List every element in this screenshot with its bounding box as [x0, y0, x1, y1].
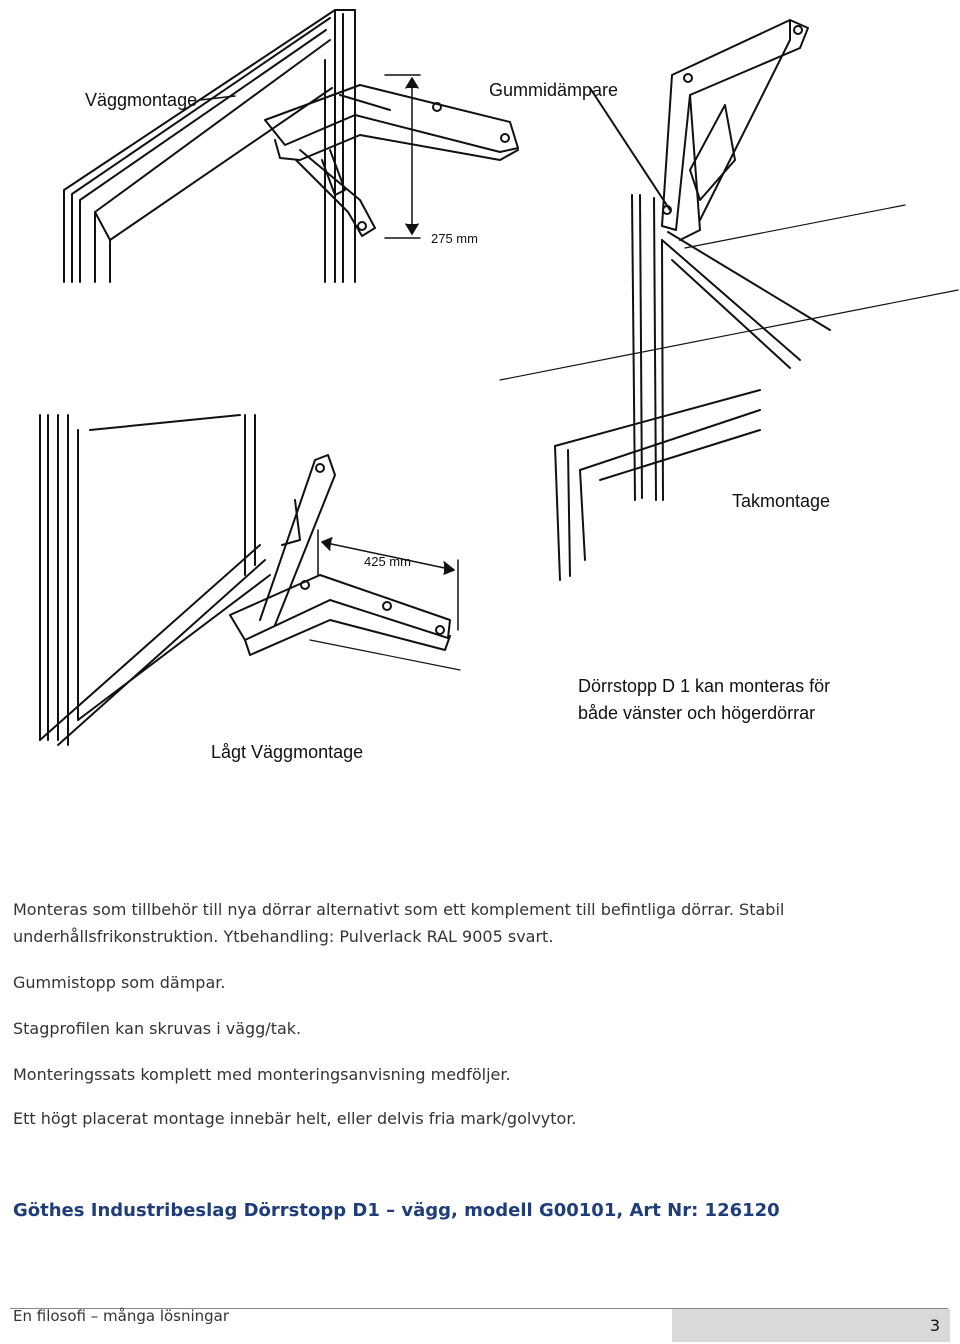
dimension-275-label: 275 mm	[431, 231, 478, 246]
page-number-box: 3	[672, 1309, 950, 1342]
dimension-425-label: 425 mm	[364, 554, 411, 569]
description-line-6: Ett högt placerat montage innebär helt, …	[13, 1109, 577, 1128]
low-wall-mount-frame	[39, 414, 271, 746]
mounting-diagram	[39, 9, 959, 746]
wall-mount-frame	[63, 9, 356, 283]
note-line-2: både vänster och högerdörrar	[578, 703, 816, 723]
footer-tagline: En filosofi – många lösningar	[13, 1307, 230, 1325]
description-line-2: underhållsfrikonstruktion. Ytbehandling:…	[13, 927, 554, 946]
product-title: Göthes Industribeslag Dörrstopp D1 – väg…	[13, 1200, 780, 1221]
dimension-275	[384, 74, 421, 239]
rubber-damper-label: Gummidämpare	[489, 80, 619, 100]
ceiling-bracket	[661, 19, 809, 241]
description-line-3: Gummistopp som dämpar.	[13, 973, 226, 992]
low-wall-mount-label: Lågt Väggmontage	[211, 742, 364, 762]
ceiling-mount-frame	[499, 194, 959, 581]
wall-bracket	[264, 84, 519, 237]
footer-divider	[10, 1308, 948, 1309]
description-line-4: Stagprofilen kan skruvas i vägg/tak.	[13, 1019, 302, 1038]
description-line-1: Monteras som tillbehör till nya dörrar a…	[13, 900, 785, 919]
dimension-425	[309, 529, 461, 671]
ceiling-mount-label: Takmontage	[732, 491, 831, 511]
note-line-1: Dörrstopp D 1 kan monteras för	[578, 676, 831, 696]
page-number: 3	[929, 1316, 940, 1335]
wall-mount-label: Väggmontage	[85, 90, 198, 110]
description-line-5: Monteringssats komplett med monteringsan…	[13, 1065, 511, 1084]
low-wall-bracket	[229, 454, 451, 656]
